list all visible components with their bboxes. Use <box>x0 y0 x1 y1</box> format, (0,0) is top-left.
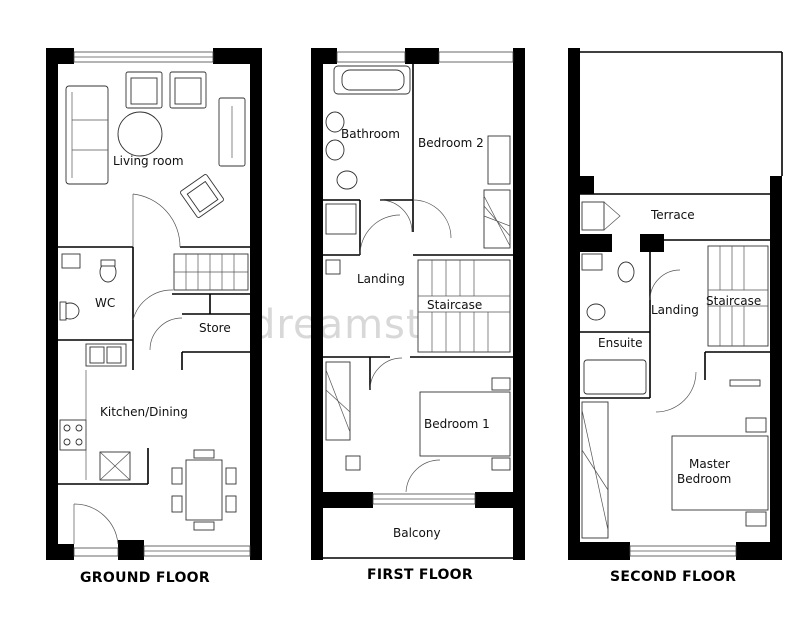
room-label-terrace: Terrace <box>650 208 695 222</box>
floor-title-first: FIRST FLOOR <box>367 567 473 583</box>
room-label-staircase-second: Staircase <box>706 294 761 308</box>
room-label-store: Store <box>199 321 231 335</box>
room-label-living-room: Living room <box>113 154 184 168</box>
floor-title-ground: GROUND FLOOR <box>80 570 210 586</box>
room-label-bedroom-2: Bedroom 2 <box>418 136 484 150</box>
first-floor-plan <box>311 48 525 560</box>
room-label-bathroom: Bathroom <box>341 127 400 141</box>
room-label-landing-second: Landing <box>651 303 699 317</box>
ground-floor-plan <box>46 48 262 560</box>
room-label-kitchen-dining: Kitchen/Dining <box>100 405 188 419</box>
room-label-master: Master <box>689 457 730 471</box>
room-label-staircase-first: Staircase <box>427 298 482 312</box>
room-label-bedroom: Bedroom <box>677 472 731 486</box>
room-label-ensuite: Ensuite <box>598 336 642 350</box>
second-floor-plan <box>568 48 783 560</box>
room-label-landing-first: Landing <box>357 272 405 286</box>
floor-title-second: SECOND FLOOR <box>610 569 736 585</box>
room-label-wc: WC <box>95 296 115 310</box>
room-label-bedroom-1: Bedroom 1 <box>424 417 490 431</box>
room-label-balcony: Balcony <box>393 526 441 540</box>
